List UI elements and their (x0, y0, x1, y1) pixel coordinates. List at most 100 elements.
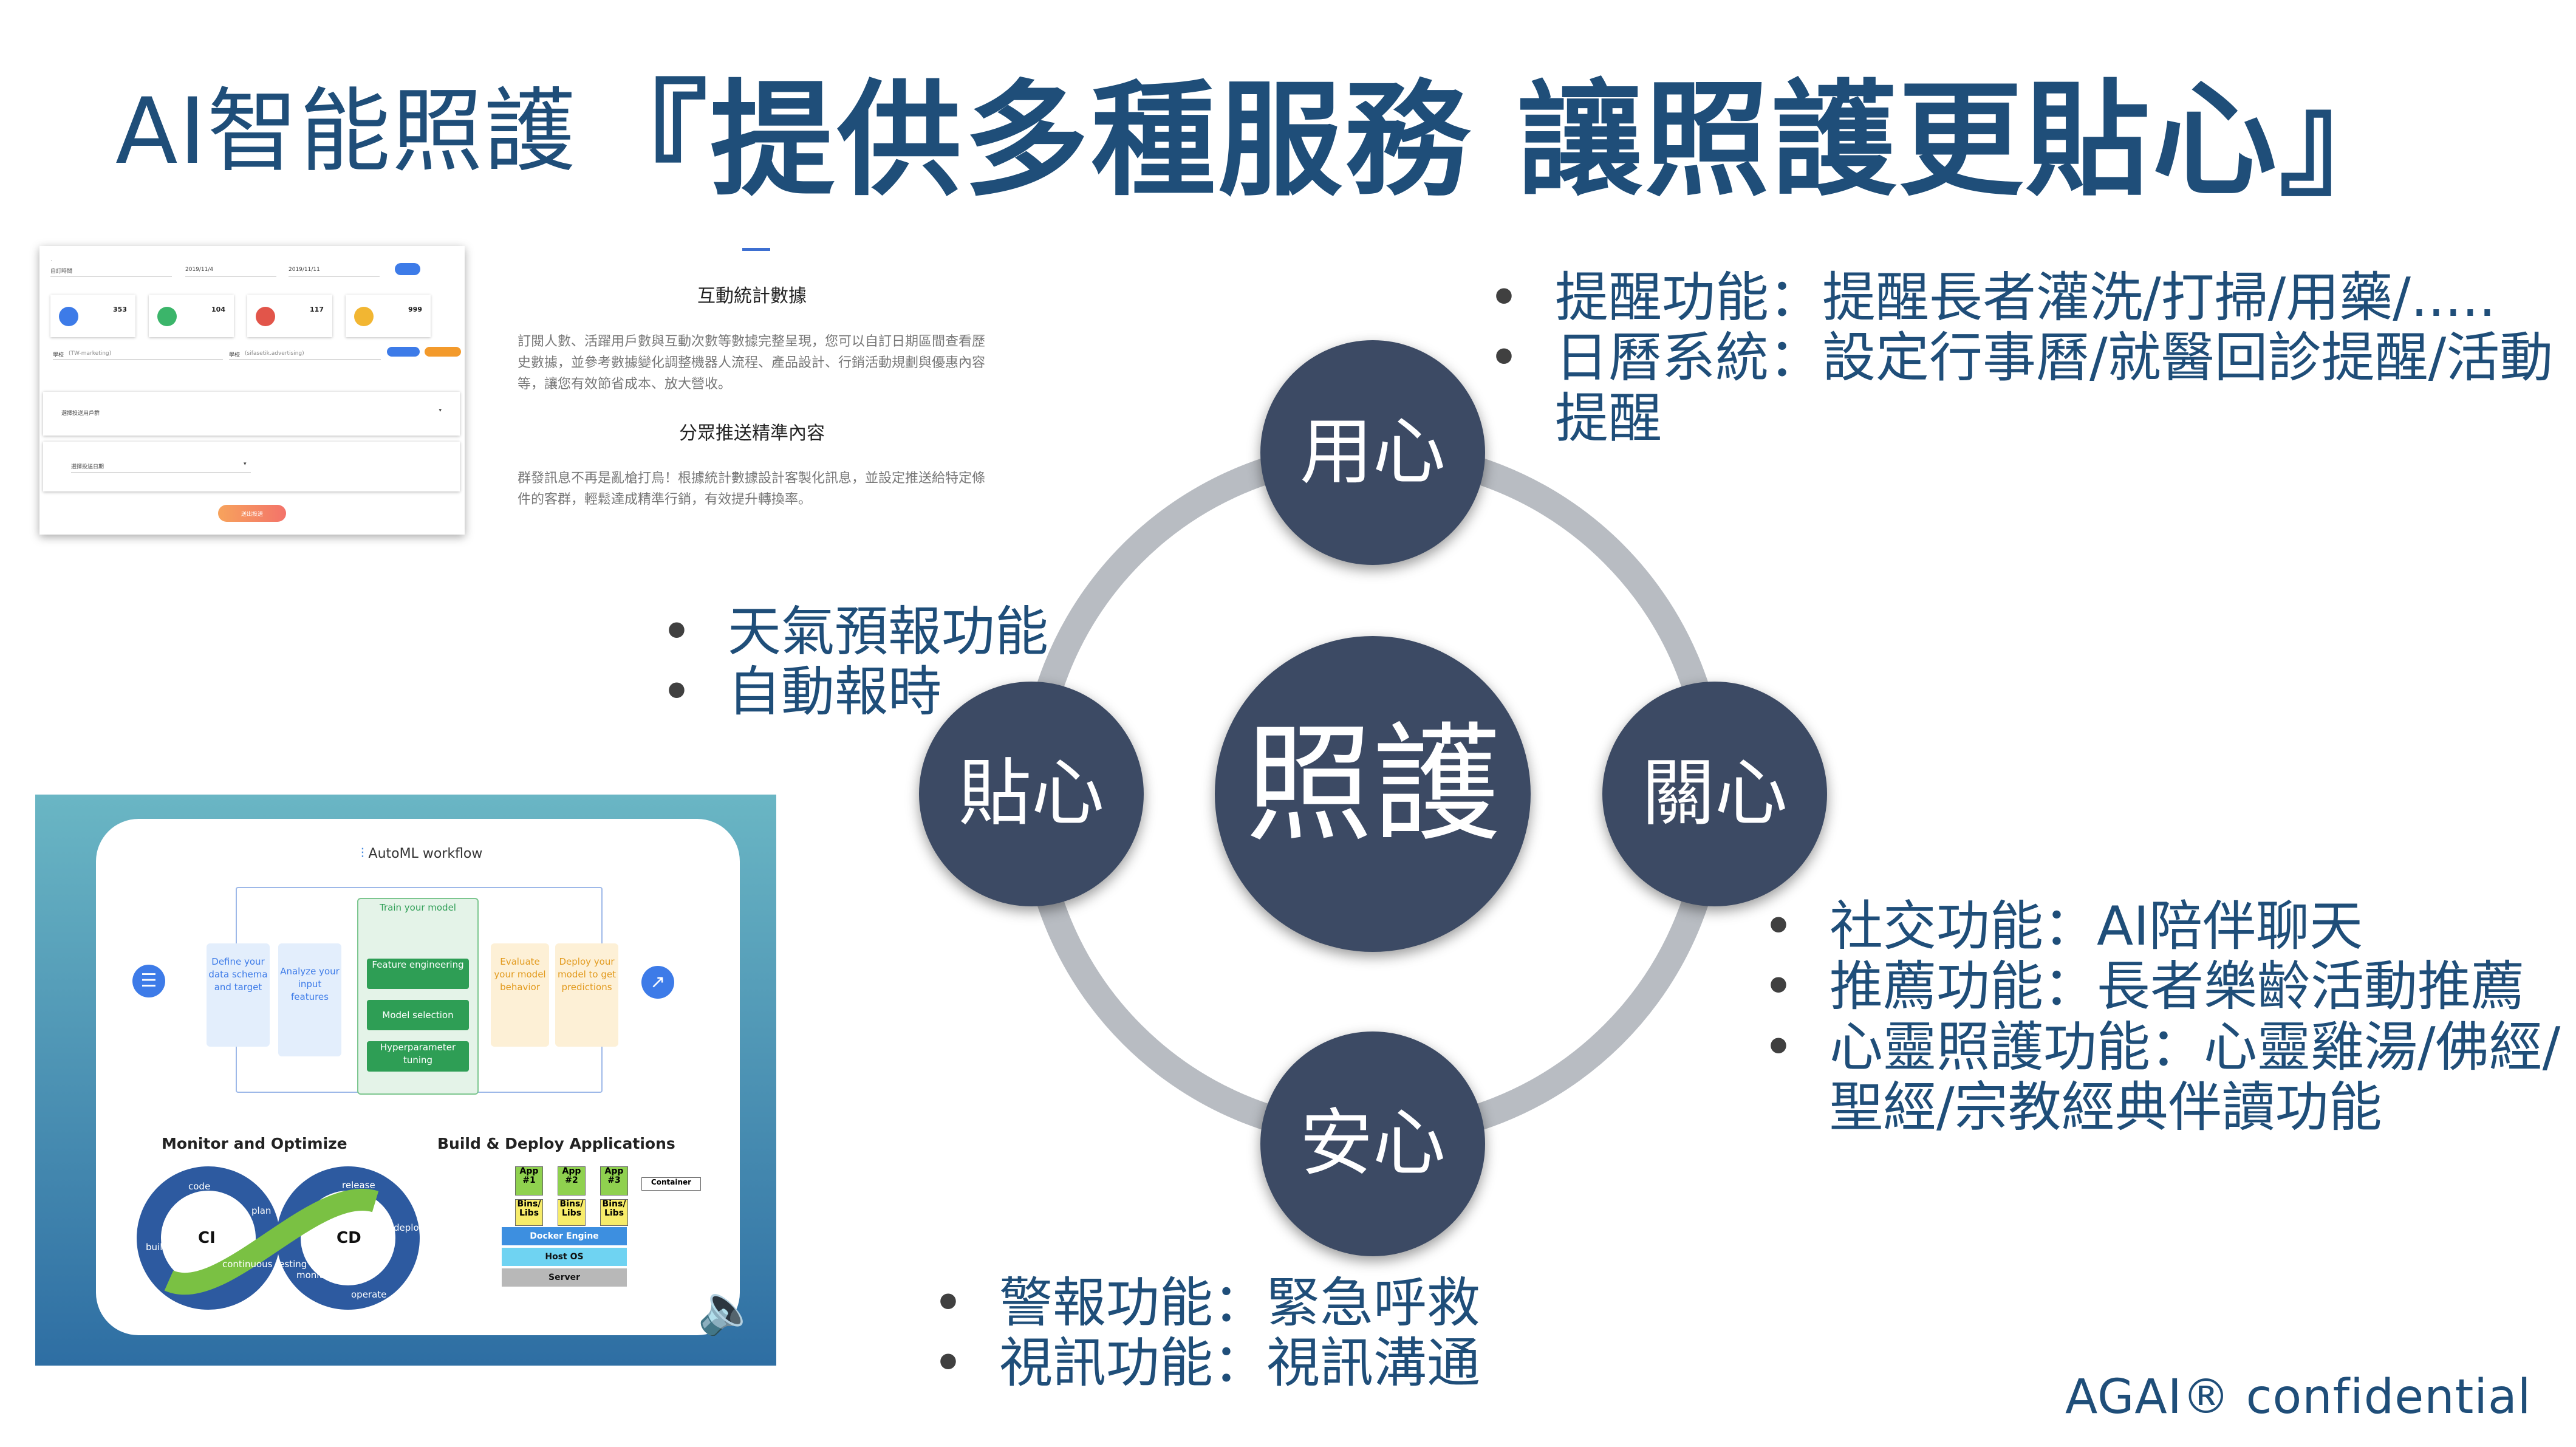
section-heading: 互動統計數據 (697, 286, 807, 307)
bullet-item: 提醒功能：提醒長者灌洗/打掃/用藥/..... (1488, 267, 2569, 328)
trend-icon: ↗ (641, 966, 674, 999)
user-group-select[interactable]: 選擇投送用戶群 ▾ (43, 392, 460, 436)
stat-value: 117 (310, 306, 324, 313)
loop-label: build (146, 1242, 168, 1253)
divider (50, 276, 172, 277)
container-label: Container (641, 1177, 701, 1191)
top-bullets: 提醒功能：提醒長者灌洗/打掃/用藥/..... 日曆系統：設定行事曆/就醫回診提… (1488, 267, 2569, 449)
message-icon (354, 307, 374, 326)
section-heading: 分眾推送精準內容 (679, 423, 825, 444)
define-step: Define your data schema and target (207, 943, 270, 1047)
bullet-item: 視訊功能：視訊溝通 (932, 1333, 1601, 1394)
docker-engine-box: Docker Engine (502, 1227, 627, 1245)
stat-card: 999 (346, 295, 431, 337)
monitor-title: Monitor and Optimize (162, 1135, 347, 1152)
right-circle: 關心 (1602, 682, 1827, 906)
right-bullets: 社交功能：AI陪伴聊天 推薦功能：長者樂齡活動推薦 心靈照護功能：心靈雞湯/佛經… (1763, 896, 2564, 1138)
build-title: Build & Deploy Applications (437, 1135, 675, 1152)
input-field[interactable]: (TW-marketing) (69, 351, 112, 357)
bullet-item: 天氣預報功能 (661, 601, 1208, 662)
divider (53, 359, 223, 360)
bins-box: Bins/ Libs (515, 1199, 543, 1226)
bullet-item: 日曆系統：設定行事曆/就醫回診提醒/活動提醒 (1488, 327, 2569, 448)
train-heading: Train your model (380, 902, 456, 913)
left-label: 貼心 (958, 751, 1104, 836)
top-circle: 用心 (1260, 340, 1485, 565)
bullet-item: 心靈照護功能：心靈雞湯/佛經/聖經/宗教經典伴讀功能 (1763, 1017, 2564, 1138)
add-button[interactable] (387, 347, 420, 357)
speaker-icon[interactable]: 🔈 (697, 1281, 758, 1337)
accent-line (742, 248, 770, 251)
server-box: Server (502, 1268, 627, 1287)
loop-label: plan (251, 1205, 271, 1216)
send-button[interactable]: 送出投送 (218, 505, 286, 522)
model-selection-box: Model selection (367, 1000, 469, 1030)
care-cycle-diagram: 照護 用心 關心 安心 貼心 (838, 316, 1901, 1324)
feature-engineering-box: Feature engineering (367, 959, 469, 989)
stat-value: 104 (211, 306, 225, 313)
stat-card: 117 (247, 295, 332, 337)
divider (185, 276, 276, 277)
title-prefix: AI智能照護 (115, 79, 576, 185)
input-field[interactable]: (sifasetik.advertising) (245, 351, 304, 357)
section-body: 群發訊息不再是亂槍打鳥！根據統計數據設計客製化訊息，並設定推送給特定條件的客群，… (518, 471, 986, 508)
app-box: App #2 (558, 1166, 586, 1196)
stat-value: 999 (408, 306, 422, 313)
data-icon: ☰ (132, 965, 165, 997)
center-label: 照護 (1245, 710, 1500, 859)
chevron-down-icon: ▾ (244, 461, 247, 467)
interaction-icon (256, 307, 275, 326)
section-body: 訂閱人數、活躍用戶數與互動次數等數據完整呈現，您可以自訂日期區間查看歷史數據，並… (518, 334, 986, 392)
testing-band (164, 1189, 379, 1295)
bins-box: Bins/ Libs (558, 1199, 586, 1226)
loop-label: release (342, 1180, 375, 1191)
loop-label: deploy (394, 1222, 424, 1233)
apply-button[interactable] (425, 347, 461, 357)
loop-label: continuous testing (222, 1259, 307, 1270)
loop-label: code (188, 1181, 210, 1192)
stat-value: 353 (113, 306, 127, 313)
active-user-icon (157, 307, 177, 326)
bottom-bullets: 警報功能：緊急呼救 視訊功能：視訊溝通 (932, 1273, 1601, 1394)
start-date-field: 2019/11/4 (185, 267, 214, 273)
input-prefix: 學校 (53, 352, 64, 358)
bullet-item: 推薦功能：長者樂齡活動推薦 (1763, 956, 2564, 1017)
ci-cd-loop: CI CD code plan build continuous testing… (137, 1166, 424, 1310)
deploy-step: Deploy your model to get predictions (555, 943, 618, 1047)
confidential-footer: AGAI® confidential (2065, 1370, 2532, 1425)
stat-card: 104 (149, 295, 234, 337)
bullet-item: 警報功能：緊急呼救 (932, 1273, 1601, 1333)
end-date-field: 2019/11/11 (289, 267, 320, 273)
divider (71, 472, 251, 473)
loop-label: monitor (296, 1270, 333, 1281)
time-mode-field: 自訂時間 (50, 269, 73, 275)
evaluate-step: Evaluate your model behavior (491, 943, 549, 1047)
app-box: App #1 (515, 1166, 543, 1196)
center-circle: 照護 (1215, 636, 1531, 952)
users-icon (59, 307, 78, 326)
host-os-box: Host OS (502, 1248, 627, 1266)
bottom-label: 安心 (1300, 1101, 1446, 1186)
query-button[interactable] (395, 263, 420, 275)
select-label: 選擇投送用戶群 (61, 411, 100, 417)
left-bullets: 天氣預報功能 自動報時 (661, 601, 1208, 723)
automl-screenshot: ⫶ AutoML workflow ☰ Define your data sch… (35, 795, 776, 1366)
train-step: Train your model Feature engineering Mod… (357, 898, 479, 1095)
automl-icon: ⫶ (361, 846, 364, 861)
send-date-select[interactable]: 選擇投送日期 ▾ (43, 442, 460, 491)
cd-label: CD (337, 1229, 361, 1247)
divider (229, 359, 381, 360)
bullet-item: 社交功能：AI陪伴聊天 (1763, 896, 2564, 957)
chevron-down-icon: ▾ (439, 408, 442, 414)
input-prefix: 學校 (229, 352, 241, 358)
bottom-circle: 安心 (1260, 1031, 1485, 1256)
select-label: 選擇投送日期 (71, 464, 104, 470)
top-label: 用心 (1300, 410, 1446, 494)
ci-label: CI (198, 1229, 216, 1247)
bins-box: Bins/ Libs (600, 1199, 628, 1226)
field-label: · (50, 258, 52, 264)
dashboard-screenshot: · 自訂時間 2019/11/4 2019/11/11 353 104 117 … (39, 246, 465, 535)
slide-card: ⫶ AutoML workflow ☰ Define your data sch… (96, 819, 740, 1335)
hyperparameter-box: Hyperparameter tuning (367, 1041, 469, 1072)
divider (289, 276, 380, 277)
